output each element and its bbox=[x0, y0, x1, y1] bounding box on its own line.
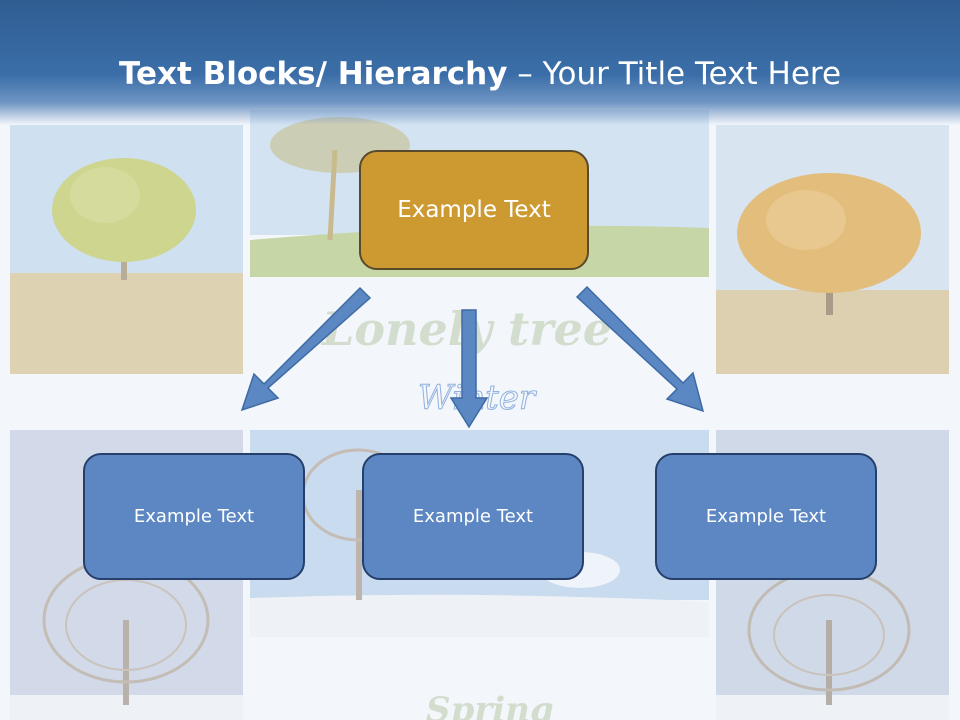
photo-summer-tree bbox=[10, 125, 243, 374]
hierarchy-child-box-3: Example Text bbox=[655, 453, 877, 580]
title-rest-part: – Your Title Text Here bbox=[507, 56, 842, 92]
arrow-to-middle-child bbox=[449, 309, 489, 429]
title-bold-part: Text Blocks/ Hierarchy bbox=[118, 56, 508, 92]
child-label-2: Example Text bbox=[412, 506, 534, 527]
photo-autumn-tree bbox=[716, 125, 949, 374]
hierarchy-root-box: Example Text bbox=[359, 150, 589, 270]
title-band bbox=[0, 0, 960, 125]
hierarchy-child-box-1: Example Text bbox=[83, 453, 305, 580]
hierarchy-child-box-2: Example Text bbox=[362, 453, 584, 580]
watermark-spring: Spring bbox=[426, 690, 554, 720]
root-label: Example Text bbox=[397, 197, 551, 223]
slide-title: Text Blocks/ Hierarchy – Your Title Text… bbox=[0, 52, 960, 96]
arrow-to-right-child bbox=[575, 285, 705, 413]
arrow-to-left-child bbox=[240, 286, 372, 412]
child-label-1: Example Text bbox=[133, 506, 255, 527]
child-label-3: Example Text bbox=[705, 506, 827, 527]
